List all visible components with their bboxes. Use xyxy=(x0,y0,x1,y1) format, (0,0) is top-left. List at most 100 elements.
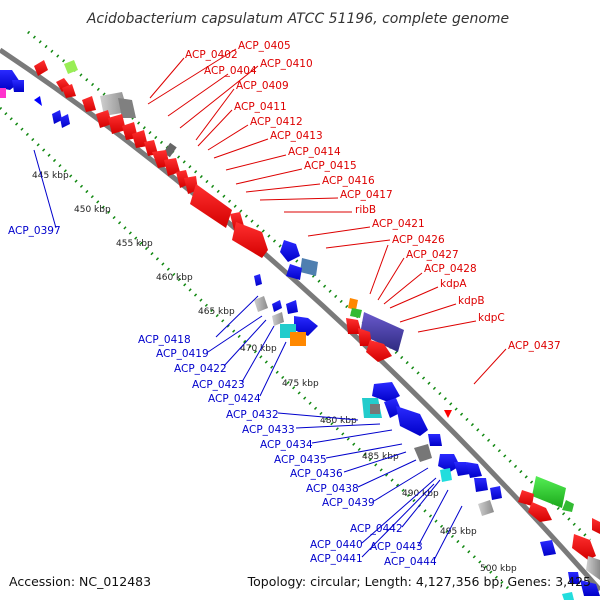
gene-label[interactable]: ACP_0415 xyxy=(304,160,357,172)
gene-cds-reverse-gray xyxy=(370,404,380,414)
gene-label[interactable]: ACP_0414 xyxy=(288,146,341,158)
gene-label[interactable]: ACP_0426 xyxy=(392,234,445,246)
gene-label[interactable]: ACP_0440 xyxy=(310,539,363,551)
gene-cds-forward xyxy=(164,158,180,176)
gene-label[interactable]: ACP_0413 xyxy=(270,130,323,142)
gene-label[interactable]: ACP_0443 xyxy=(370,541,423,553)
gene-label[interactable]: ACP_0411 xyxy=(234,101,287,113)
gene-cds-forward-blue xyxy=(286,264,302,280)
reverse-leader-lines xyxy=(33,149,463,561)
gene-cds-reverse-gray xyxy=(272,312,284,326)
gene-label[interactable]: ACP_0435 xyxy=(274,454,327,466)
gene-label[interactable]: ACP_0436 xyxy=(290,468,343,480)
gene-label[interactable]: ribB xyxy=(355,204,376,216)
gene-cds-forward-ribB xyxy=(232,222,268,258)
gene-label[interactable]: ACP_0439 xyxy=(322,497,375,509)
gene-cds-forward-green xyxy=(350,308,362,318)
gene-cds-forward xyxy=(96,110,112,128)
kbp-tick-label: 480 kbp xyxy=(320,416,357,426)
gene-label[interactable]: ACP_0434 xyxy=(260,439,313,451)
kbp-tick-label: 490 kbp xyxy=(402,489,439,499)
gene-label[interactable]: ACP_0432 xyxy=(226,409,279,421)
gene-cds-forward xyxy=(34,60,48,76)
gene-cds-reverse xyxy=(396,406,428,436)
gene-cds-reverse-gray xyxy=(478,500,494,516)
gene-label[interactable]: ACP_0441 xyxy=(310,553,363,565)
gene-cds-reverse xyxy=(372,382,400,402)
gene-cds-forward xyxy=(358,328,372,346)
gene-cds-reverse xyxy=(454,462,470,476)
gene-cds-forward-orange xyxy=(348,298,358,310)
forward-gene-labels: ACP_0405 ACP_0402 ACP_0410 ACP_0404 ACP_… xyxy=(185,40,561,352)
gene-cds-reverse xyxy=(580,580,600,596)
gene-label[interactable]: ACP_0422 xyxy=(174,363,227,375)
gene-label[interactable]: ACP_0427 xyxy=(406,249,459,261)
gene-label[interactable]: ACP_0419 xyxy=(156,348,209,360)
kbp-tick-label: 470 kbp xyxy=(240,344,277,354)
gene-label[interactable]: kdpB xyxy=(458,295,485,307)
gene-label[interactable]: ACP_0402 xyxy=(185,49,238,61)
gene-cds-reverse xyxy=(466,462,482,478)
gene-label[interactable]: ACP_0418 xyxy=(138,334,191,346)
gene-cds-forward-green xyxy=(562,500,574,512)
reverse-gene-labels: ACP_0397 ACP_0418 ACP_0419 ACP_0422 ACP_… xyxy=(8,225,437,568)
gene-cds-reverse xyxy=(34,96,42,106)
gene-cds-forward xyxy=(190,184,232,228)
gene-label[interactable]: ACP_0444 xyxy=(384,556,437,568)
gene-label[interactable]: ACP_0417 xyxy=(340,189,393,201)
gene-label[interactable]: ACP_0404 xyxy=(204,65,257,77)
gene-cds-reverse xyxy=(294,316,318,336)
gene-label[interactable]: ACP_0416 xyxy=(322,175,375,187)
gene-cds-forward xyxy=(82,96,96,112)
kbp-tick-label: 465 kbp xyxy=(198,307,235,317)
gene-label[interactable]: ACP_0438 xyxy=(306,483,359,495)
forward-leader-lines xyxy=(147,48,507,385)
kbp-scale: 445 kbp 450 kbp 455 kbp 460 kbp 465 kbp … xyxy=(32,171,517,574)
gene-label[interactable]: ACP_0442 xyxy=(350,523,403,535)
gene-label[interactable]: ACP_0433 xyxy=(242,424,295,436)
kbp-tick-label: 485 kbp xyxy=(362,452,399,462)
gene-cds-reverse xyxy=(52,110,62,124)
gene-label[interactable]: ACP_0410 xyxy=(260,58,313,70)
gene-label[interactable]: ACP_0424 xyxy=(208,393,261,405)
kbp-tick-label: 450 kbp xyxy=(74,205,111,215)
gene-label[interactable]: ACP_0409 xyxy=(236,80,289,92)
gene-label[interactable]: ACP_0437 xyxy=(508,340,561,352)
kbp-tick-label: 495 kbp xyxy=(440,527,477,537)
gene-cds-forward-blue xyxy=(280,240,300,262)
reverse-strand-features xyxy=(0,70,600,600)
gene-cds-forward-kdpB xyxy=(366,340,392,362)
gene-cds-forward-green xyxy=(532,476,566,508)
gene-label[interactable]: kdpA xyxy=(440,278,467,290)
kbp-tick-label: 460 kbp xyxy=(156,273,193,283)
gene-label[interactable]: ACP_0397 xyxy=(8,225,61,237)
gene-label[interactable]: ACP_0412 xyxy=(250,116,303,128)
gene-cds-forward-ACP_0437 xyxy=(444,410,452,418)
gene-cds-reverse xyxy=(254,274,262,286)
gene-cds-forward-gray xyxy=(118,98,136,118)
gene-cds-forward xyxy=(346,318,362,334)
gene-cds-reverse xyxy=(12,80,24,92)
gene-cds-reverse-gray xyxy=(254,296,268,312)
gene-cds-reverse xyxy=(428,434,442,446)
gene-label[interactable]: ACP_0428 xyxy=(424,263,477,275)
kbp-tick-label: 455 kbp xyxy=(116,239,153,249)
gene-label[interactable]: ACP_0405 xyxy=(238,40,291,52)
gene-label[interactable]: ACP_0423 xyxy=(192,379,245,391)
gene-cds-forward xyxy=(528,502,552,522)
gene-cds-reverse xyxy=(60,114,70,128)
gene-label[interactable]: kdpC xyxy=(478,312,505,324)
gene-label[interactable]: ACP_0421 xyxy=(372,218,425,230)
gene-cds-reverse xyxy=(286,300,298,314)
gene-cds-forward xyxy=(572,534,596,560)
gene-cds-forward xyxy=(132,130,148,148)
genome-summary-text: Topology: circular; Length: 4,127,356 bp… xyxy=(247,574,591,589)
gene-cds-reverse-cyan xyxy=(440,468,452,482)
gene-cds-forward xyxy=(108,114,126,134)
gene-cds-forward-green xyxy=(64,60,78,74)
kbp-tick-label: 500 kbp xyxy=(480,564,517,574)
kbp-tick-label: 475 kbp xyxy=(282,379,319,389)
gene-cds-reverse xyxy=(568,572,580,584)
